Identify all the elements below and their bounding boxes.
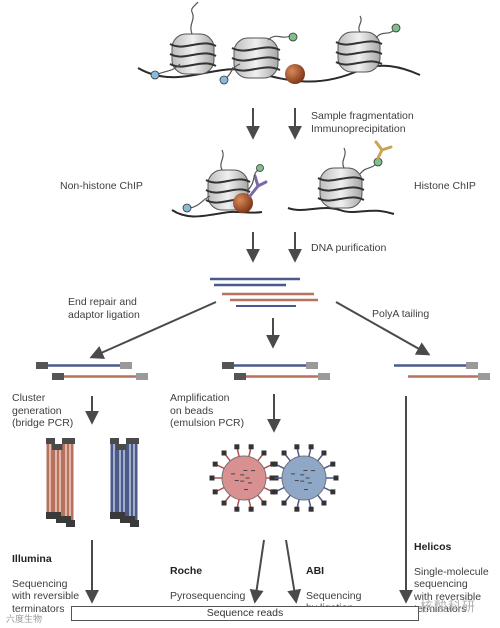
histone-chip-fragment bbox=[287, 140, 395, 215]
label-dna-purification: DNA purification bbox=[311, 242, 387, 254]
label-sample-fragmentation: Sample fragmentation Immunoprecipitation bbox=[311, 110, 414, 135]
transcription-factor-top bbox=[285, 64, 305, 84]
emulsion-pcr-bead-red bbox=[209, 444, 279, 512]
bridge-pcr-clusters bbox=[46, 438, 139, 527]
emulsion-pcr-bead-blue bbox=[269, 444, 339, 512]
nucleosome-top-1 bbox=[150, 1, 217, 80]
platform-helicos-name: Helicos bbox=[414, 540, 452, 553]
platform-roche-desc: Pyrosequencing bbox=[170, 589, 246, 602]
platform-illumina-desc: Sequencing with reversible terminators bbox=[12, 577, 80, 615]
nucleosome-top-2 bbox=[219, 32, 298, 85]
label-non-histone-chip: Non-histone ChIP bbox=[60, 180, 143, 192]
adapter-fragments-illumina bbox=[36, 362, 148, 380]
platform-roche-name: Roche bbox=[170, 564, 203, 577]
adapter-fragments-roche-abi bbox=[222, 362, 330, 380]
label-end-repair: End repair and adaptor ligation bbox=[68, 296, 140, 321]
purified-dna-fragments bbox=[210, 277, 318, 307]
platform-helicos-desc: Single-molecule sequencing with reversib… bbox=[414, 565, 489, 616]
label-cluster-generation: Cluster generation (bridge PCR) bbox=[12, 392, 74, 429]
platform-roche: Roche Pyrosequencing bbox=[170, 552, 245, 602]
chromatin-top bbox=[137, 1, 421, 85]
watermark-left: 六度生物 bbox=[6, 614, 43, 624]
watermark-right: 核酸科研 bbox=[420, 599, 477, 614]
sequence-reads-box: Sequence reads bbox=[71, 606, 419, 621]
label-histone-chip: Histone ChIP bbox=[414, 180, 476, 192]
non-histone-chip-fragment bbox=[171, 149, 268, 218]
nucleosome-top-3 bbox=[335, 15, 401, 73]
platform-illumina: Illumina Sequencing with reversible term… bbox=[12, 540, 79, 615]
polya-fragments-helicos bbox=[394, 362, 490, 380]
label-polya-tailing: PolyA tailing bbox=[372, 308, 430, 320]
label-amplification-beads: Amplification on beads (emulsion PCR) bbox=[170, 392, 245, 429]
platform-helicos: Helicos Single-molecule sequencing with … bbox=[414, 528, 489, 616]
platform-abi-name: ABI bbox=[306, 564, 325, 577]
platform-illumina-name: Illumina bbox=[12, 552, 52, 565]
